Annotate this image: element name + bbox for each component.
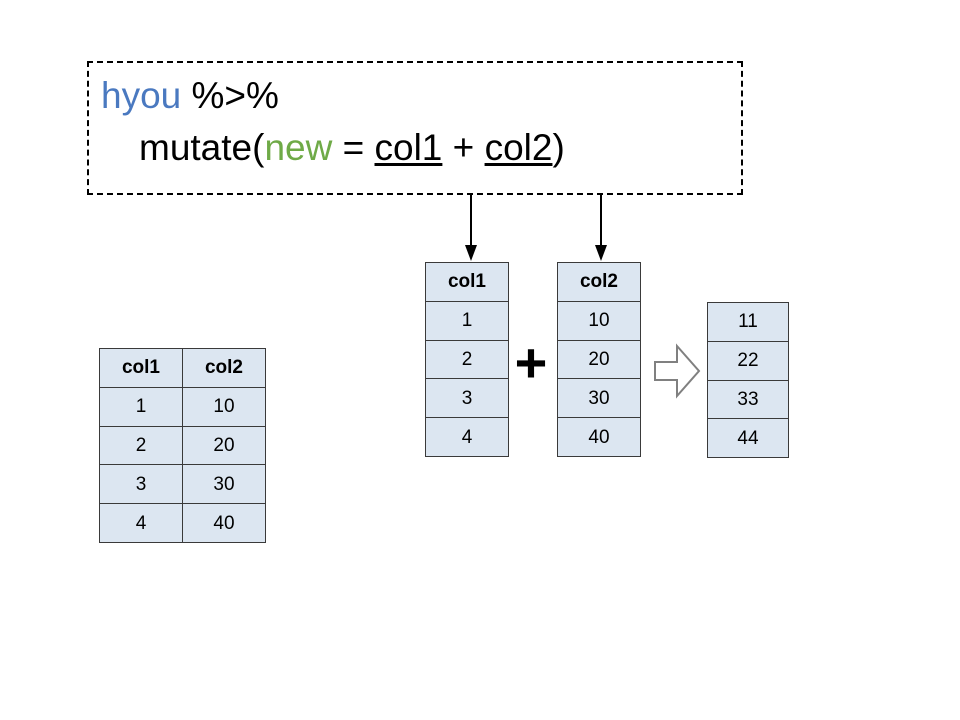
source-cell: 20 bbox=[182, 425, 266, 466]
table-row: 22 bbox=[707, 340, 789, 381]
code-function-open: mutate( bbox=[139, 127, 265, 168]
source-cell: 2 bbox=[99, 425, 183, 466]
code-block: hyou %>% mutate(new = col1 + col2) bbox=[87, 61, 743, 195]
code-new-column-name: new bbox=[264, 127, 333, 168]
table-row: 33 bbox=[707, 379, 789, 420]
block-arrow-right-icon bbox=[654, 343, 701, 399]
operand-col2-table: col2 10 20 30 40 bbox=[557, 262, 641, 457]
col1-cell: 1 bbox=[425, 300, 509, 341]
source-cell: 40 bbox=[182, 503, 266, 543]
result-table: 11 22 33 44 bbox=[707, 302, 789, 459]
code-function-close: ) bbox=[552, 127, 565, 168]
col2-cell: 30 bbox=[557, 378, 641, 419]
plus-operator: + bbox=[514, 331, 548, 394]
code-equals: = bbox=[332, 127, 375, 168]
source-cell: 30 bbox=[182, 464, 266, 505]
result-cell: 22 bbox=[707, 340, 789, 381]
source-table-body: 1 10 2 20 3 30 4 40 bbox=[99, 386, 266, 543]
table-row: 20 bbox=[557, 339, 641, 380]
col1-table-head: col1 bbox=[425, 262, 509, 302]
table-row: 2 bbox=[425, 339, 509, 380]
col1-header: col1 bbox=[425, 262, 509, 302]
table-row: 30 bbox=[557, 378, 641, 419]
table-row: 10 bbox=[557, 300, 641, 341]
table-row: 1 10 bbox=[99, 386, 266, 427]
code-operand-col2: col2 bbox=[484, 127, 553, 168]
operand-col1-table: col1 1 2 3 4 bbox=[425, 262, 509, 457]
code-operand-col1: col1 bbox=[374, 127, 443, 168]
table-row: 4 bbox=[425, 417, 509, 457]
result-table-body: 11 22 33 44 bbox=[707, 302, 789, 459]
table-header-row: col1 col2 bbox=[99, 348, 266, 388]
table-row: 4 40 bbox=[99, 503, 266, 543]
code-pipe-operator: %>% bbox=[181, 75, 279, 116]
source-cell: 1 bbox=[99, 386, 183, 427]
code-line-1: hyou %>% bbox=[101, 74, 279, 118]
down-arrow-icon-col2 bbox=[595, 193, 607, 261]
table-row: 44 bbox=[707, 418, 789, 459]
source-header-col1: col1 bbox=[99, 348, 183, 388]
table-header-row: col2 bbox=[557, 262, 641, 302]
col2-table-body: 10 20 30 40 bbox=[557, 300, 641, 457]
result-cell: 33 bbox=[707, 379, 789, 420]
table-header-row: col1 bbox=[425, 262, 509, 302]
col2-cell: 10 bbox=[557, 300, 641, 341]
result-cell: 44 bbox=[707, 418, 789, 459]
result-cell: 11 bbox=[707, 302, 789, 342]
source-cell: 3 bbox=[99, 464, 183, 505]
col2-table-head: col2 bbox=[557, 262, 641, 302]
source-table-head: col1 col2 bbox=[99, 348, 266, 388]
table-row: 11 bbox=[707, 302, 789, 342]
col2-cell: 20 bbox=[557, 339, 641, 380]
col2-header: col2 bbox=[557, 262, 641, 302]
col1-cell: 3 bbox=[425, 378, 509, 419]
col1-cell: 4 bbox=[425, 417, 509, 457]
source-cell: 4 bbox=[99, 503, 183, 543]
col1-table-body: 1 2 3 4 bbox=[425, 300, 509, 457]
source-header-col2: col2 bbox=[182, 348, 266, 388]
table-row: 40 bbox=[557, 417, 641, 457]
table-row: 2 20 bbox=[99, 425, 266, 466]
table-row: 3 30 bbox=[99, 464, 266, 505]
col2-cell: 40 bbox=[557, 417, 641, 457]
table-row: 1 bbox=[425, 300, 509, 341]
source-data-table: col1 col2 1 10 2 20 3 30 4 40 bbox=[99, 348, 266, 543]
down-arrow-icon-col1 bbox=[465, 193, 477, 261]
code-line-2: mutate(new = col1 + col2) bbox=[139, 126, 565, 170]
table-row: 3 bbox=[425, 378, 509, 419]
code-dataset-name: hyou bbox=[101, 75, 182, 116]
col1-cell: 2 bbox=[425, 339, 509, 380]
code-plus: + bbox=[442, 127, 485, 168]
source-cell: 10 bbox=[182, 386, 266, 427]
